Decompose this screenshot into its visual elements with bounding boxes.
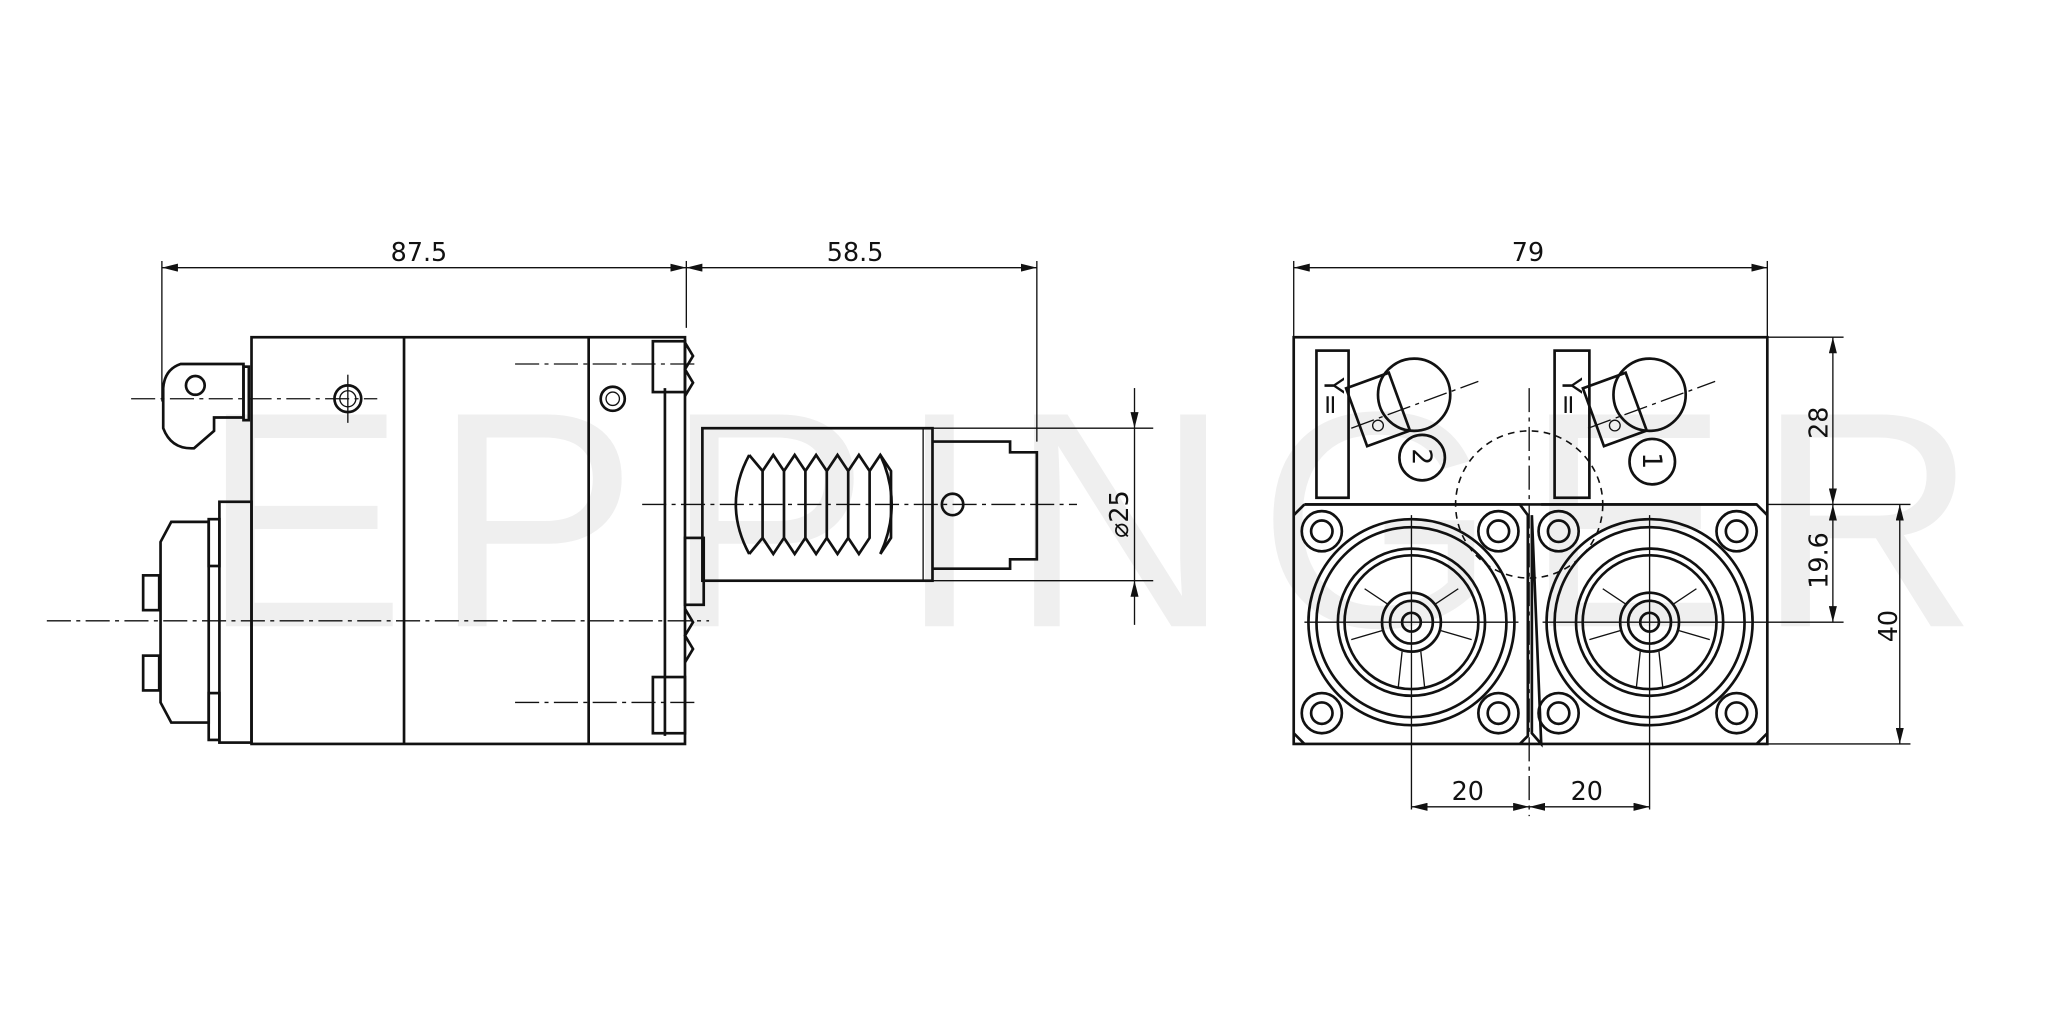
dim-body-length: 87.5 bbox=[391, 237, 448, 267]
dim-top-height: 28 bbox=[1804, 407, 1834, 439]
side-view: 87.5 58.5 bbox=[46, 237, 1154, 746]
axis-label-right: Y bbox=[1556, 376, 1587, 394]
front-view: 79 Y = Y = 2 1 bbox=[1292, 237, 1911, 817]
dim-plate-height: 40 bbox=[1873, 610, 1903, 642]
coolant-nozzle-1 bbox=[1581, 357, 1716, 448]
spindle-right bbox=[1542, 515, 1844, 810]
dim-shaft-diameter: ⌀25 bbox=[1104, 490, 1134, 538]
dim-spacing-left: 20 bbox=[1452, 776, 1484, 806]
position-label-1: 1 bbox=[1636, 452, 1667, 469]
dim-shaft-length: 58.5 bbox=[827, 237, 884, 267]
spindle-left bbox=[1304, 515, 1519, 810]
mark-left: = bbox=[1315, 393, 1346, 415]
axis-label-left: Y bbox=[1317, 376, 1348, 394]
dim-center-offset: 19.6 bbox=[1804, 532, 1834, 589]
mounting-bolts bbox=[1300, 509, 1758, 735]
mark-right: = bbox=[1553, 393, 1584, 415]
dim-width: 79 bbox=[1512, 237, 1544, 267]
coolant-nozzle-2 bbox=[1344, 357, 1479, 448]
dim-spacing-right: 20 bbox=[1571, 776, 1603, 806]
watermark-logo: EPPINGER bbox=[201, 348, 2005, 692]
screw-icon bbox=[599, 385, 627, 413]
position-label-2: 2 bbox=[1406, 448, 1437, 465]
